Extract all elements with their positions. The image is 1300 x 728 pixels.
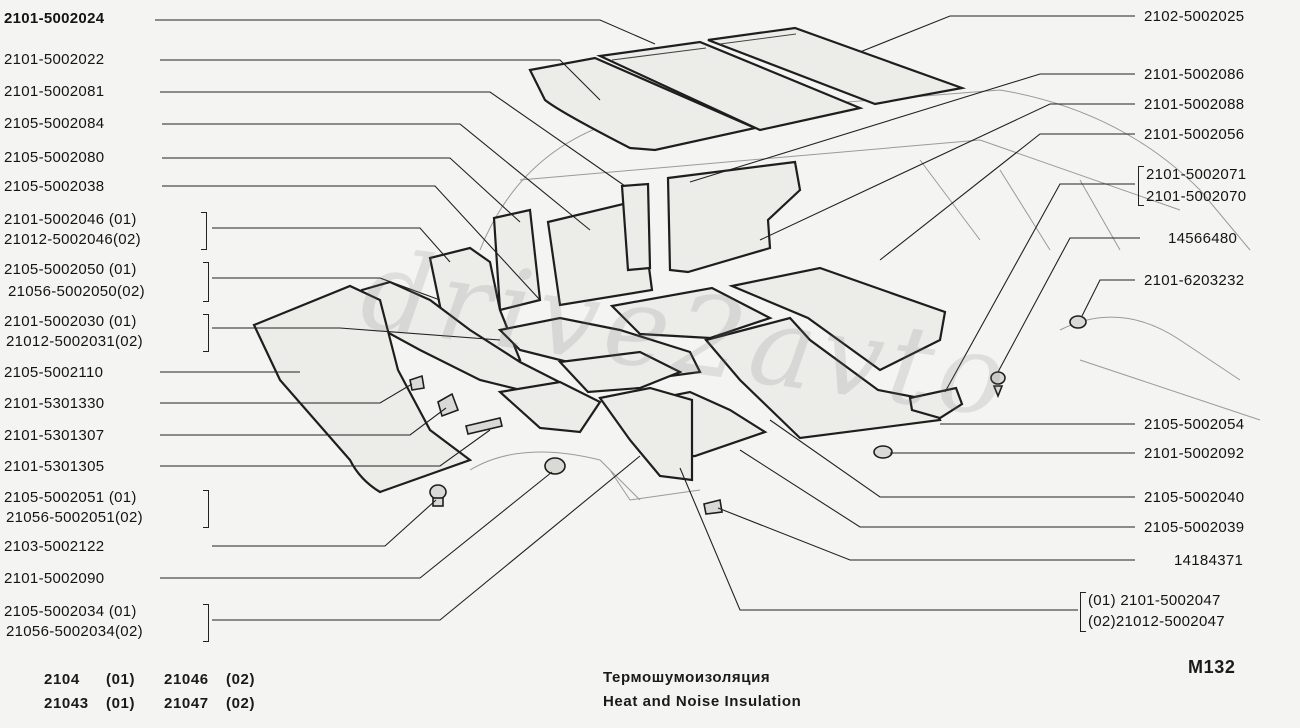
label-2101-5002056: 2101-5002056 [1144,126,1245,143]
label-2105-5002039: 2105-5002039 [1144,519,1245,536]
label-2101-5002030: 2101-5002030 (01) [4,313,137,330]
rear-wall-panels [492,160,802,312]
label-02-21012-5002047: (02)21012-5002047 [1088,613,1225,630]
label-2101-5301330: 2101-5301330 [4,395,105,412]
model-2104: 2104 [44,671,80,688]
bracket-left-1 [201,212,207,250]
bracket-left-3 [203,314,209,352]
label-2105-5002034: 2105-5002034 (01) [4,603,137,620]
label-2105-5002054: 2105-5002054 [1144,416,1245,433]
label-21012-5002031: 21012-5002031(02) [6,333,143,350]
label-2101-5002046: 2101-5002046 (01) [4,211,137,228]
figure-code: M132 [1188,657,1236,677]
model-21047: 21047 [164,695,209,712]
bracket-right-1 [1138,166,1144,206]
small-parts [409,315,1087,515]
model-21046-code: (02) [226,671,256,688]
label-2101-5002071: 2101-5002071 [1146,166,1247,183]
model-21043: 21043 [44,695,89,712]
label-21012-5002046: 21012-5002046(02) [4,231,141,248]
bracket-left-4 [203,490,209,528]
bracket-right-2 [1080,592,1086,632]
label-2101-5002092: 2101-5002092 [1144,445,1245,462]
model-2104-code: (01) [106,671,136,688]
model-21046: 21046 [164,671,209,688]
label-2101-5002088: 2101-5002088 [1144,96,1245,113]
label-2105-5002040: 2105-5002040 [1144,489,1245,506]
label-2101-5002070: 2101-5002070 [1146,188,1247,205]
bracket-left-5 [203,604,209,642]
left-floor-panels [252,246,702,494]
leader-lines [155,15,1140,621]
roof-panels [528,26,967,152]
label-2101-5002086: 2101-5002086 [1144,66,1245,83]
bracket-left-2 [203,262,209,302]
label-2105-5002080: 2105-5002080 [4,149,105,166]
central-floor-panels [557,266,964,482]
label-2105-5002038: 2105-5002038 [4,178,105,195]
label-2105-5002050: 2105-5002050 (01) [4,261,137,278]
title-english: Heat and Noise Insulation [603,693,802,710]
label-14566480: 14566480 [1168,230,1238,247]
label-14184371: 14184371 [1174,552,1244,569]
label-2101-6203232: 2101-6203232 [1144,272,1245,289]
model-21047-code: (02) [226,695,256,712]
label-2105-5002051: 2105-5002051 (01) [4,489,137,506]
label-21056-5002051: 21056-5002051(02) [6,509,143,526]
label-2105-5002084: 2105-5002084 [4,115,105,132]
label-2101-5002090: 2101-5002090 [4,570,105,587]
label-01-2101-5002047: (01) 2101-5002047 [1088,592,1221,609]
label-2105-5002110: 2105-5002110 [4,364,104,381]
label-2101-5002081: 2101-5002081 [4,83,105,100]
label-2101-5002022: 2101-5002022 [4,51,105,68]
label-2101-5002024: 2101-5002024 [4,10,105,27]
title-russian: Термошумоизоляция [603,669,771,686]
label-21056-5002050: 21056-5002050(02) [8,283,145,300]
label-2102-5002025: 2102-5002025 [1144,8,1245,25]
label-2103-5002122: 2103-5002122 [4,538,105,555]
model-21043-code: (01) [106,695,136,712]
label-2101-5301305: 2101-5301305 [4,458,105,475]
label-2101-5301307: 2101-5301307 [4,427,105,444]
label-21056-5002034: 21056-5002034(02) [6,623,143,640]
